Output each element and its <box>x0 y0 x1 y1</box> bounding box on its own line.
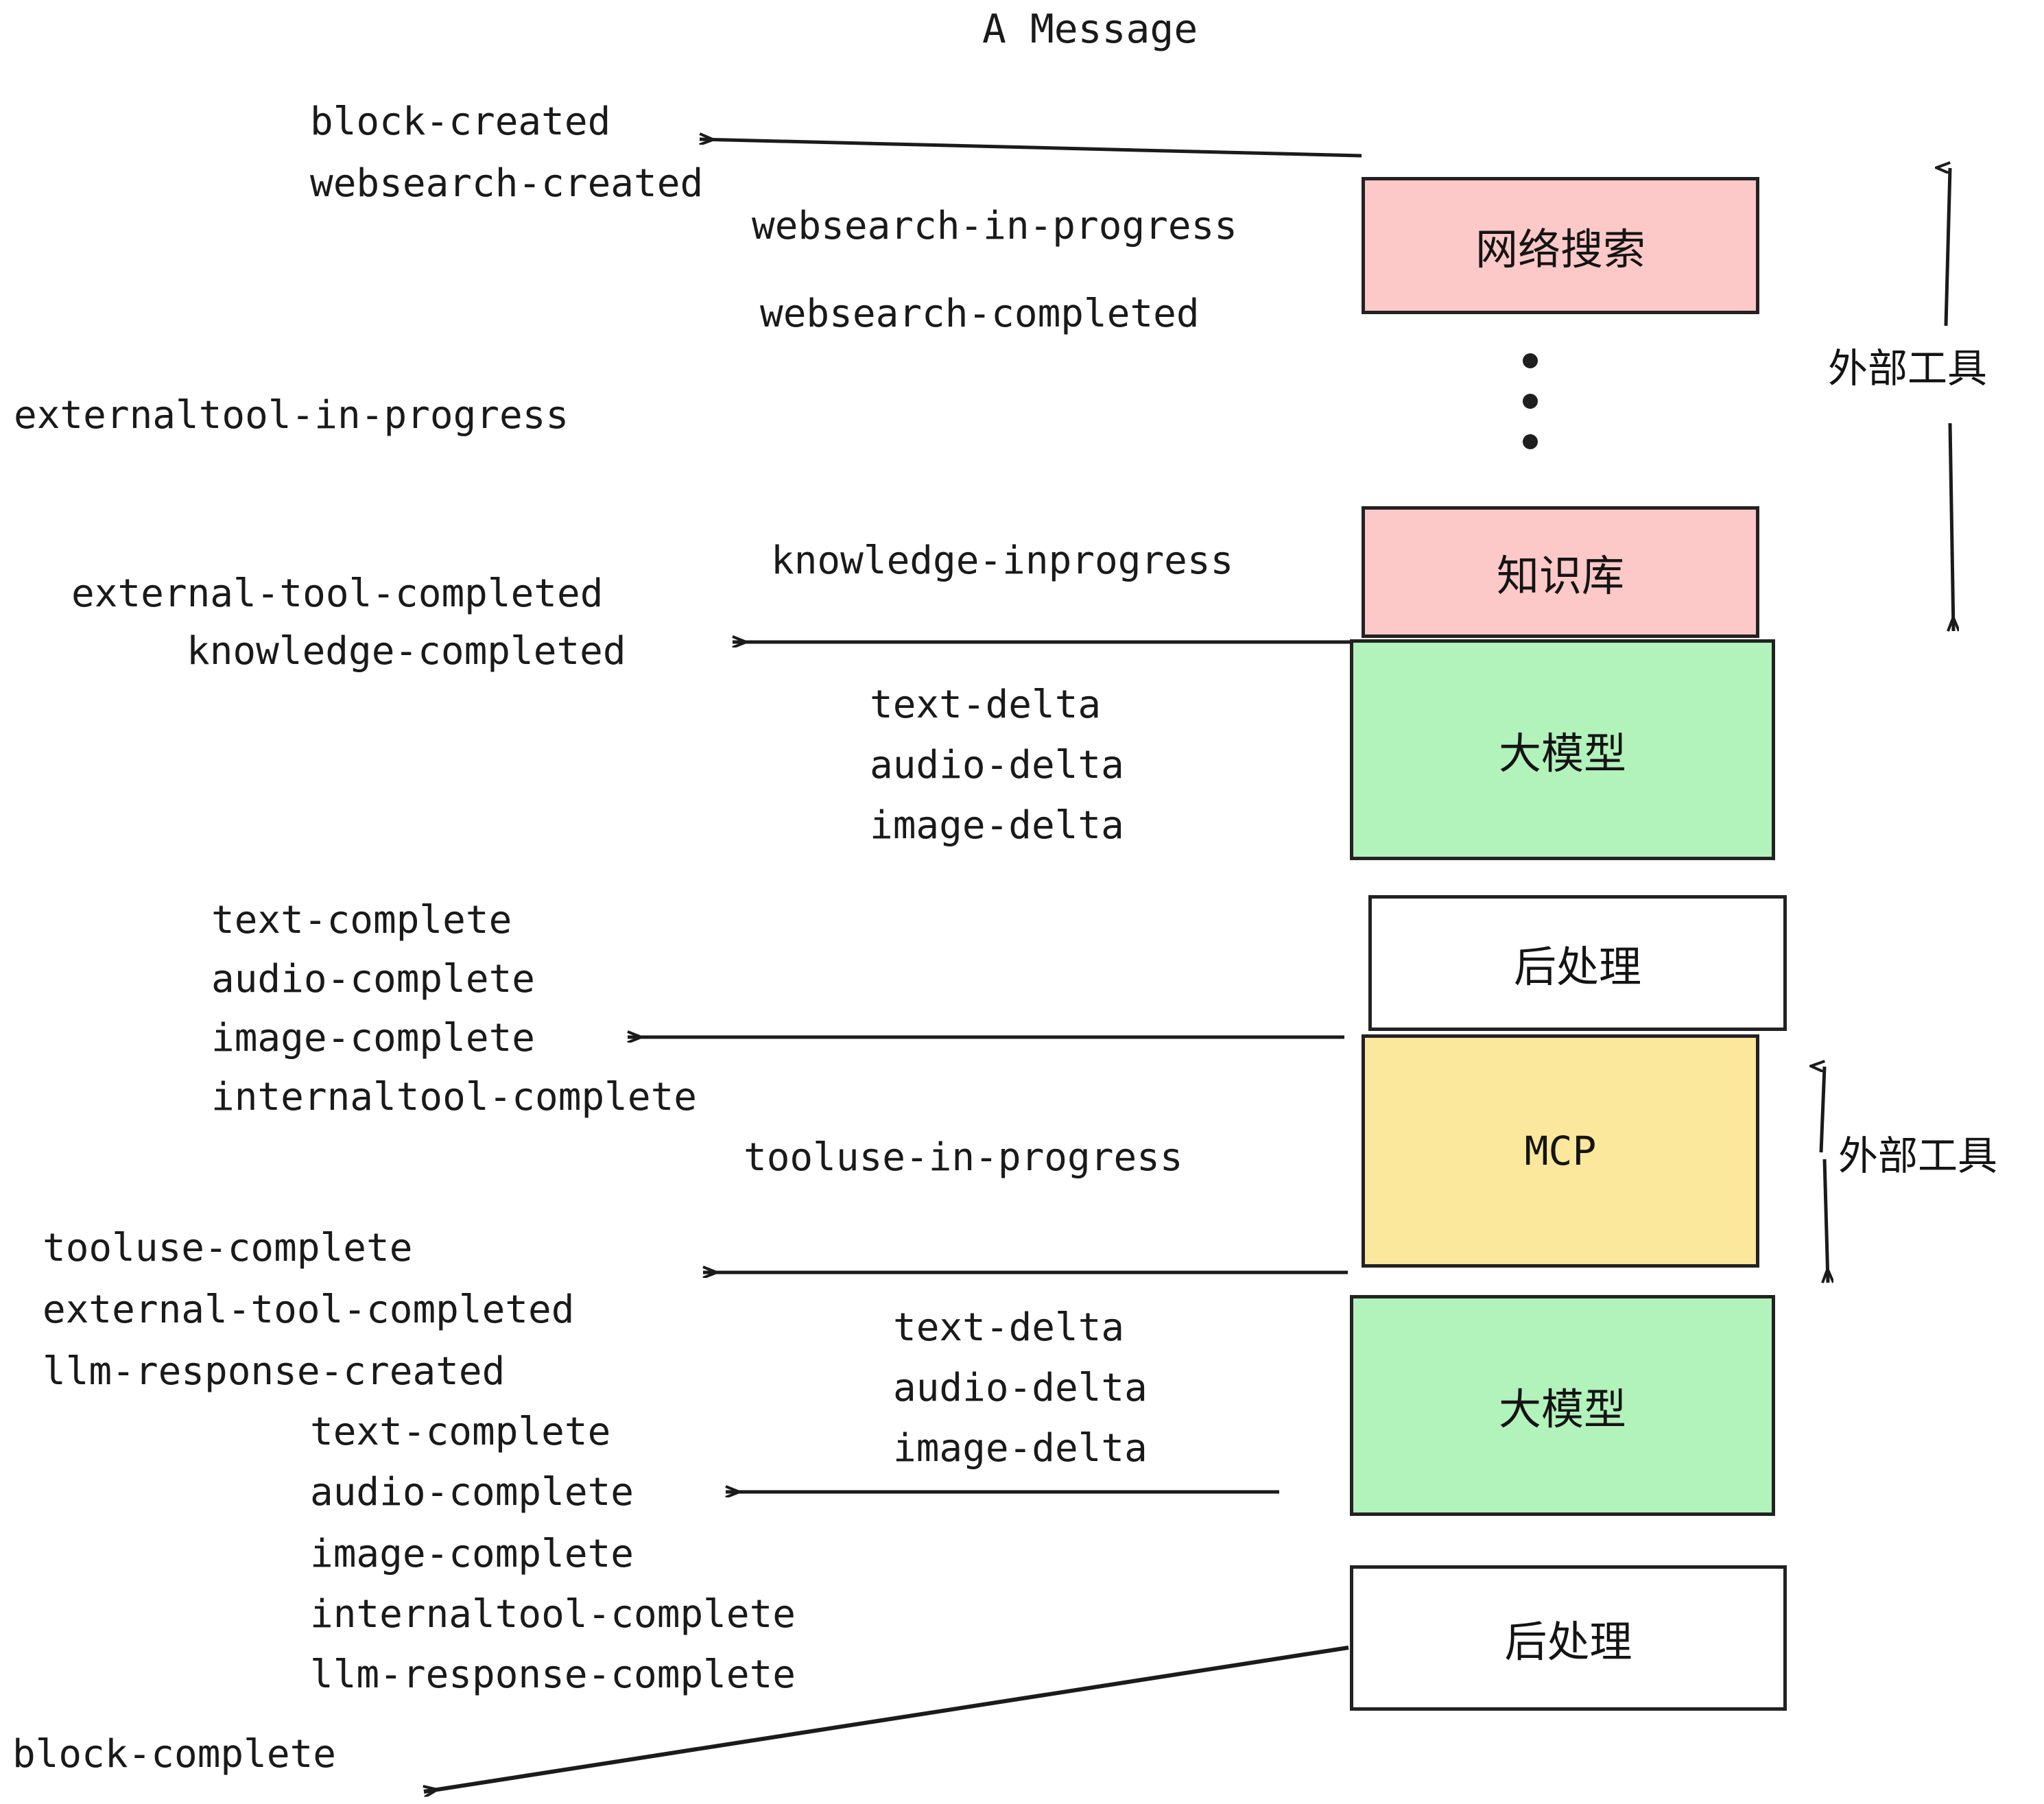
node-knowledge-label: 知识库 <box>1496 551 1624 601</box>
event-audio-complete-1: audio-complete <box>211 957 536 1001</box>
vertical-ellipsis-icon <box>1522 353 1538 449</box>
event-image-delta-2: image-delta <box>893 1426 1148 1471</box>
event-external-tool-completed-2: external-tool-completed <box>43 1287 575 1332</box>
event-websearch-completed: websearch-completed <box>760 292 1200 336</box>
event-llm-response-complete: llm-response-complete <box>310 1652 796 1697</box>
event-block-created: block-created <box>310 99 611 144</box>
event-text-delta-1: text-delta <box>870 683 1102 727</box>
event-audio-complete-2: audio-complete <box>310 1470 634 1515</box>
event-image-delta-1: image-delta <box>870 803 1124 848</box>
side-label-external-tools-top: 外部工具 <box>1828 345 1988 392</box>
node-llm-1[interactable]: 大模型 <box>1350 639 1775 860</box>
node-websearch-label: 网络搜索 <box>1475 224 1645 274</box>
event-external-tool-completed-1: external-tool-completed <box>71 571 604 616</box>
event-image-complete-1: image-complete <box>211 1016 536 1060</box>
node-post-processing-2-label: 后处理 <box>1504 1617 1632 1667</box>
event-tooluse-in-progress: tooluse-in-progress <box>744 1135 1183 1180</box>
event-image-complete-2: image-complete <box>310 1532 634 1576</box>
event-internaltool-complete-2: internaltool-complete <box>310 1592 796 1637</box>
node-llm-1-label: 大模型 <box>1498 728 1626 779</box>
node-post-processing-1[interactable]: 后处理 <box>1368 895 1787 1031</box>
external-tools-top-arrows <box>1946 168 1953 631</box>
event-knowledge-completed: knowledge-completed <box>187 629 626 674</box>
node-knowledge[interactable]: 知识库 <box>1362 506 1759 638</box>
node-llm-2[interactable]: 大模型 <box>1350 1295 1775 1516</box>
event-internaltool-complete-1: internaltool-complete <box>211 1075 698 1119</box>
page-title: A Message <box>982 5 1198 52</box>
node-llm-2-label: 大模型 <box>1498 1384 1626 1434</box>
event-llm-response-created: llm-response-created <box>43 1349 506 1394</box>
external-tools-bottom-arrows <box>1821 1067 1828 1283</box>
event-text-delta-2: text-delta <box>893 1305 1125 1350</box>
event-externaltool-in-progress: externaltool-in-progress <box>14 393 569 438</box>
node-post-processing-2[interactable]: 后处理 <box>1350 1565 1787 1711</box>
node-websearch[interactable]: 网络搜索 <box>1362 177 1759 314</box>
event-websearch-created: websearch-created <box>310 161 704 206</box>
event-audio-delta-2: audio-delta <box>893 1366 1148 1410</box>
side-label-external-tools-bottom: 外部工具 <box>1838 1132 1998 1179</box>
event-audio-delta-1: audio-delta <box>870 743 1124 787</box>
event-websearch-in-progress: websearch-in-progress <box>752 204 1238 248</box>
arrow-websearch-to-blockcreated <box>700 139 1362 158</box>
event-knowledge-inprogress: knowledge-inprogress <box>771 538 1234 583</box>
event-block-complete: block-complete <box>12 1732 337 1777</box>
event-text-complete-1: text-complete <box>211 898 512 942</box>
node-post-processing-1-label: 后处理 <box>1513 942 1641 992</box>
node-mcp-label: MCP <box>1524 1128 1597 1174</box>
node-mcp[interactable]: MCP <box>1362 1034 1759 1268</box>
event-text-complete-2: text-complete <box>310 1410 611 1454</box>
event-tooluse-complete: tooluse-complete <box>43 1226 413 1270</box>
